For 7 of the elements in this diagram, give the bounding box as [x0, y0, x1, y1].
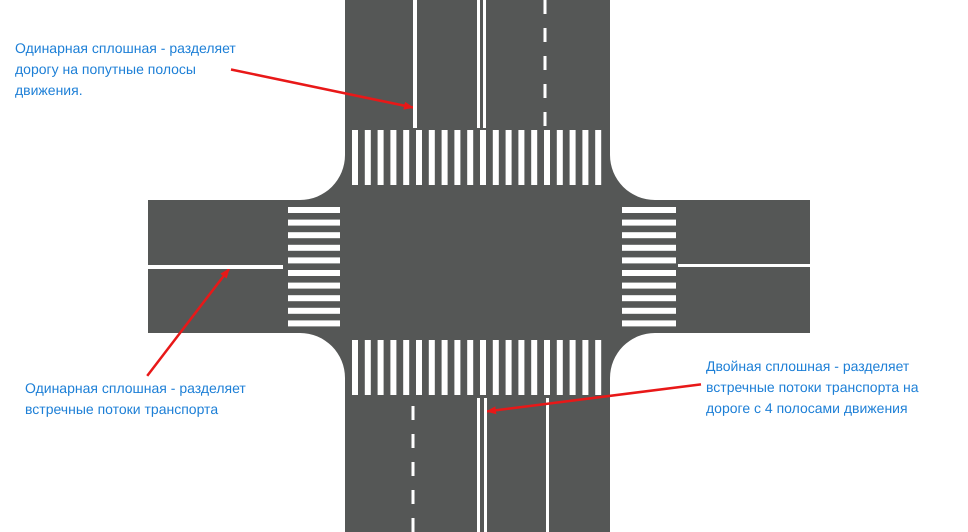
callout-text: Одинарная сплошная - разделяет дорогу на попутные полосы движения.: [15, 38, 255, 101]
leader-arrow: [146, 268, 230, 377]
callout-text: Двойная сплошная - разделяет встречные потоки транспорта на дороге с 4 полосами движения: [706, 356, 956, 419]
leader-arrow: [486, 383, 702, 414]
callout-text: Одинарная сплошная - разделяет встречные потоки транспорта: [25, 378, 285, 420]
double-solid-line: [477, 398, 487, 532]
leader-arrow: [230, 68, 414, 110]
